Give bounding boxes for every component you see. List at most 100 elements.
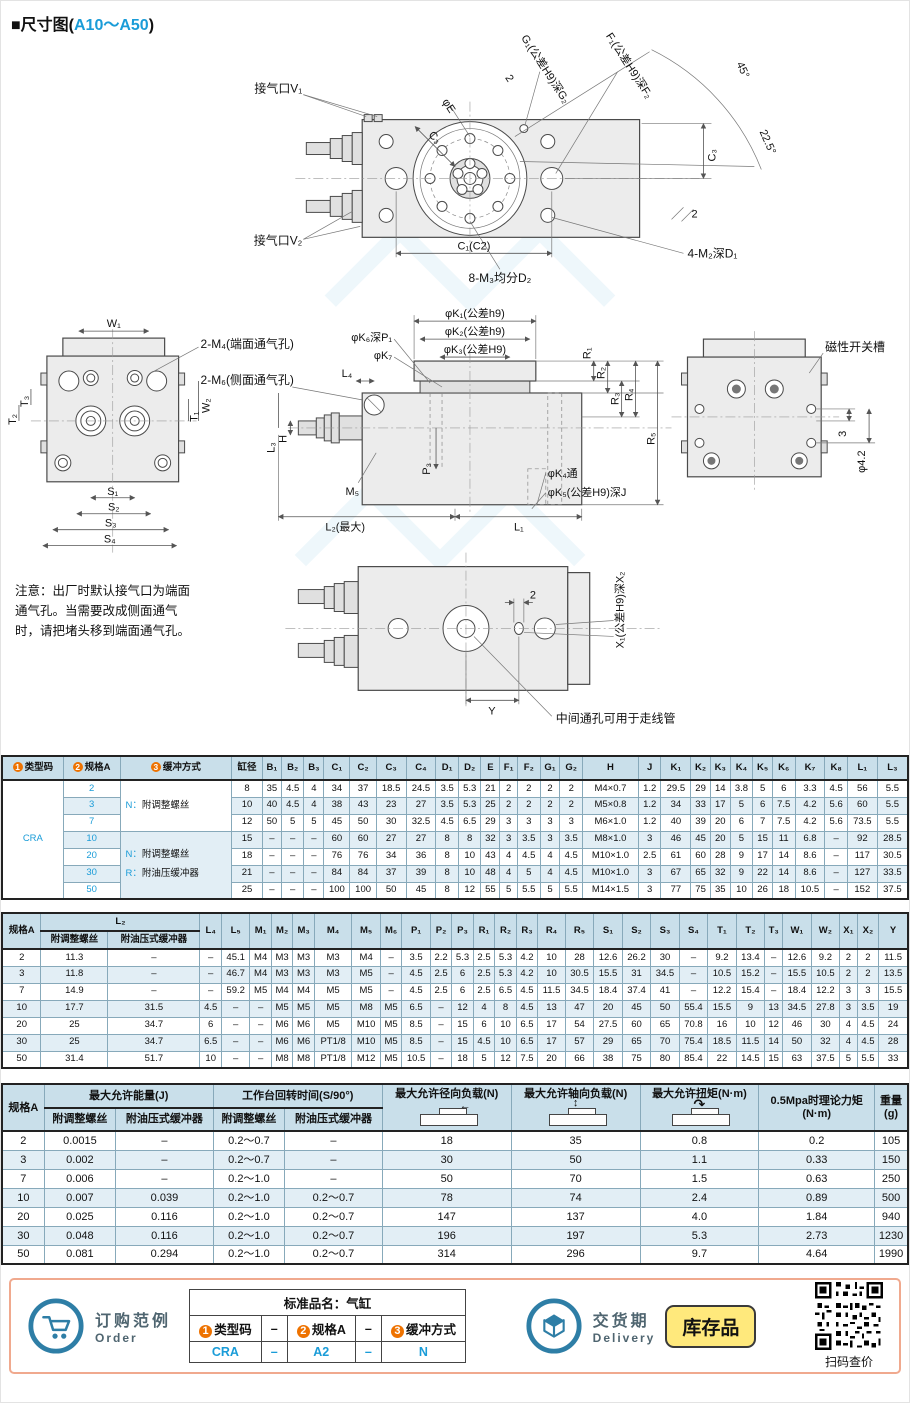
dim-label-l3: L₃ bbox=[265, 442, 277, 453]
dim-label-c1c2: C₁(C2) bbox=[457, 240, 490, 252]
stock-badge: 库存品 bbox=[665, 1304, 757, 1348]
dim-label-w1: W₁ bbox=[107, 318, 121, 330]
table-row: 标准品名：气缸 bbox=[189, 1289, 467, 1316]
delivery-title: 交货期 bbox=[592, 1313, 650, 1331]
delivery-subtitle: Delivery bbox=[592, 1331, 656, 1346]
dim-label-k5j: φK₅(公差H9)深J bbox=[548, 485, 627, 499]
cart-icon bbox=[28, 1298, 84, 1354]
dim-label-port-v1: 接气口V₁ bbox=[254, 81, 302, 96]
dim-label-r1: R₁ bbox=[582, 347, 594, 359]
dim-label-m3d2: 8-M₃均分D₂ bbox=[469, 271, 532, 285]
dim-label-two-right: 2 bbox=[691, 208, 697, 220]
dim-label-w2: W₂ bbox=[201, 398, 213, 413]
dim-label-s1: S₁ bbox=[107, 486, 118, 498]
title-text: ■尺寸图( bbox=[11, 17, 74, 34]
dim-label-three: 3 bbox=[837, 431, 849, 437]
dim-label-f1: F₁(公差H9)深F₂ bbox=[603, 31, 656, 101]
dim-label-g1: G₁(公差H9)深G₂ bbox=[518, 32, 573, 106]
dim-label-k2: φK₂(公差h9) bbox=[445, 324, 505, 338]
dim-label-m4-port: 2-M₄(端面通气孔) bbox=[201, 336, 294, 351]
dim-label-k6p1: φK₆深P₁ bbox=[351, 331, 392, 344]
dim-label-two-top: 2 bbox=[502, 73, 515, 85]
dim-label-x1x2: X₁(公差H9)深X₂ bbox=[613, 572, 627, 649]
dim-label-45deg: 45° bbox=[734, 60, 752, 80]
bottom-view: 2 X₁(公差H9)深X₂ Y 中间通孔可用于走线管 bbox=[285, 552, 676, 725]
dim-label-p3: P₃ bbox=[421, 463, 433, 475]
dim-label-r4: R₄ bbox=[624, 388, 636, 401]
page-title: ■尺寸图(A10～A50) bbox=[1, 1, 909, 34]
qr-section: 扫码查价 bbox=[814, 1282, 883, 1370]
table-row: CRA–A2–N bbox=[189, 1341, 467, 1364]
dim-label-two-bottom: 2 bbox=[530, 590, 536, 602]
delivery-box-icon bbox=[526, 1298, 582, 1354]
dim-label-k4: φK₄通 bbox=[548, 467, 578, 480]
title-close: ) bbox=[148, 17, 155, 34]
dim-label-t1: T₁ bbox=[189, 411, 201, 422]
dim-label-phi42: φ4.2 bbox=[856, 450, 868, 472]
dim-label-225deg: 22.5° bbox=[757, 128, 778, 156]
qr-code bbox=[814, 1282, 883, 1351]
dim-label-r3: R₃ bbox=[610, 393, 622, 405]
dim-label-t2: T₂ bbox=[7, 414, 19, 425]
dim-label-c3-right: C₃ bbox=[706, 149, 718, 161]
dim-label-k1: φK₁(公差h9) bbox=[445, 306, 505, 320]
qr-caption: 扫码查价 bbox=[824, 1355, 873, 1370]
order-title: 订购范例 bbox=[95, 1313, 172, 1331]
order-title-block: 订购范例 Order bbox=[95, 1307, 171, 1345]
delivery-title-block: 交货期 Delivery bbox=[593, 1307, 656, 1345]
table-row: 附调整螺丝附油压式缓冲器附调整螺丝附油压式缓冲器 bbox=[2, 1107, 908, 1133]
dim-label-t3: T₃ bbox=[19, 396, 31, 407]
dim-label-r2: R₂ bbox=[596, 367, 608, 379]
table-row: 附调整螺丝附油压式缓冲器 bbox=[2, 930, 908, 950]
drawing-canvas: .pt{fill:#ececec;stroke:#4a4a4a;stroke-w… bbox=[7, 31, 885, 725]
dim-label-s2: S₂ bbox=[108, 502, 120, 514]
dim-label-port-v2: 接气口V₂ bbox=[254, 232, 303, 247]
dim-label-l2max: L₂(最大) bbox=[325, 520, 365, 534]
dim-label-y: Y bbox=[488, 705, 496, 717]
dim-label-r5: R₅ bbox=[646, 433, 658, 445]
order-subtitle: Order bbox=[95, 1331, 138, 1346]
dim-label-m6-port: 2-M₆(侧面通气孔) bbox=[201, 372, 294, 387]
dim-label-k3: φK₃(公差H9) bbox=[444, 342, 506, 356]
dim-label-sensor-slot: 磁性开关槽 bbox=[825, 339, 885, 354]
dim-label-h: H bbox=[277, 435, 289, 443]
dim-label-l1: L₁ bbox=[514, 522, 524, 534]
right-view: 磁性开关槽 3 φ4.2 bbox=[671, 331, 885, 493]
dim-label-k7: φK₇ bbox=[374, 350, 392, 362]
dim-label-s4: S₄ bbox=[104, 534, 116, 546]
dim-label-m5: M₅ bbox=[345, 486, 359, 498]
title-range: A10～A50 bbox=[74, 17, 149, 34]
side-view: φK₁(公差h9) φK₂(公差h9) φK₃(公差H9) φK₆深P₁ φK₇… bbox=[265, 306, 672, 534]
delivery-section: 交货期 Delivery 库存品 bbox=[525, 1297, 757, 1355]
dim-label-center-hole: 中间通孔可用于走线管 bbox=[556, 710, 676, 725]
